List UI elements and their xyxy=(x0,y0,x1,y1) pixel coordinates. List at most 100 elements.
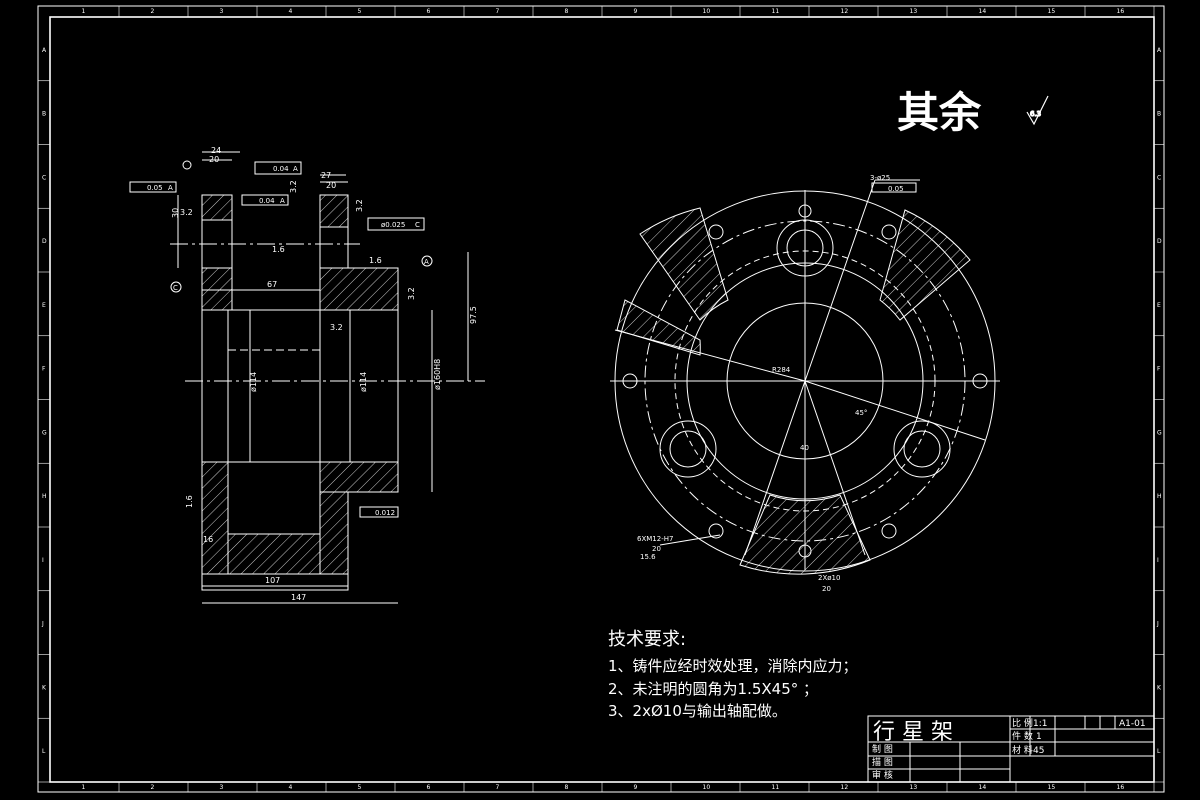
frame-row-label: A xyxy=(1157,47,1162,54)
frame-row-label: A xyxy=(42,47,47,54)
frame-col-label: 8 xyxy=(565,784,569,791)
frame-row-label: C xyxy=(1157,174,1161,181)
frame-row-label: J xyxy=(1156,621,1159,628)
frame-row-label: E xyxy=(1157,302,1161,309)
dim-30: 30 xyxy=(171,208,180,218)
frame-col-label: 1 xyxy=(82,784,86,791)
roughness-8: 1.6 xyxy=(185,495,194,508)
datum-c: C xyxy=(173,284,178,292)
roughness-value: 6.3 xyxy=(1030,110,1041,118)
perp-tol-2-ref: A xyxy=(280,197,285,205)
pin-depth: 20 xyxy=(822,585,831,593)
frame-row-label: J xyxy=(41,621,44,628)
frame-col-label: 15 xyxy=(1048,8,1056,15)
hatch-left xyxy=(616,299,701,356)
frame-col-label: 4 xyxy=(289,8,293,15)
dim-114a: ø114 xyxy=(249,372,258,392)
frame-row-label: H xyxy=(42,493,47,500)
section-view xyxy=(129,151,485,604)
scale-value: 1:1 xyxy=(1033,719,1047,729)
frame-col-label: 10 xyxy=(703,784,711,791)
frame-col-label: 8 xyxy=(565,8,569,15)
drawing-frame xyxy=(37,5,1165,793)
frame-row-label: L xyxy=(1157,748,1161,755)
approved-label: 审 核 xyxy=(872,769,893,781)
perp-tol-frame-3 xyxy=(129,181,177,193)
hole-left xyxy=(659,420,717,478)
frame-col-label: 7 xyxy=(496,8,500,15)
roughness-symbol-icon: 6.3 xyxy=(1026,95,1049,126)
holes3-tol: 0.05 xyxy=(888,185,904,193)
dim-16: 16 xyxy=(203,535,213,544)
dim-24: 24 xyxy=(211,146,221,155)
m12-depth2: 15.6 xyxy=(640,553,656,561)
perp-tol-2-value: 0.04 xyxy=(259,197,275,205)
small-hole-3 xyxy=(881,224,897,240)
frame-row-label: H xyxy=(1157,493,1162,500)
runout-tol-value: 0.012 xyxy=(375,509,395,517)
dim-107: 107 xyxy=(265,576,280,585)
frame-col-label: 4 xyxy=(289,784,293,791)
m12-depth1: 20 xyxy=(652,545,661,553)
frame-col-label: 6 xyxy=(427,784,431,791)
section-view-text: 24 20 27 20 30 67 97.5 ø114 ø114 ø160H8 … xyxy=(147,146,478,602)
hatch-right-top xyxy=(879,209,971,321)
title-block-text: 行 星 架 比 例 1:1 件 数 1 材 料 45 A1-01 制 图 描 图… xyxy=(872,717,1146,781)
frame-row-label: K xyxy=(42,684,47,691)
frame-col-label: 14 xyxy=(979,8,987,15)
frame-col-label: 9 xyxy=(634,784,638,791)
roughness-5: 3.2 xyxy=(407,287,416,300)
holes3-label: 3-ø25 xyxy=(870,174,890,182)
perp-tol-3-ref: A xyxy=(168,184,173,192)
section-outline xyxy=(201,195,399,591)
perp-tol-frame-1 xyxy=(254,161,302,175)
outer-border xyxy=(37,5,1165,793)
title-block xyxy=(867,715,1155,783)
center-lines xyxy=(610,179,1000,570)
technical-requirements: 技术要求: 1、铸件应经时效处理，消除内应力； 2、未注明的圆角为1.5X45°… xyxy=(608,629,858,720)
roughness-6: 1.6 xyxy=(369,256,382,265)
frame-row-label: B xyxy=(42,111,46,118)
d40-label: 40 xyxy=(800,444,809,452)
roughness-4: 3.2 xyxy=(330,323,343,332)
perp-tol-1-ref: A xyxy=(293,165,298,173)
requirement-2: 2、未注明的圆角为1.5X45° ； xyxy=(608,680,818,698)
drawing-number: A1-01 xyxy=(1119,719,1146,729)
hole-left-inner xyxy=(669,430,707,468)
frame-col-label: 5 xyxy=(358,8,362,15)
front-view-text: 3-ø25 0.05 R284 40 45° 6XM12-H7 20 15.6 … xyxy=(637,174,904,593)
pos-tol-frame xyxy=(367,217,425,231)
pos-tol-value: ø0.025 xyxy=(381,221,405,229)
qty-label: 件 数 xyxy=(1012,730,1033,742)
frame-row-label: G xyxy=(42,429,47,436)
frame-col-label: 3 xyxy=(220,784,224,791)
frame-row-label: E xyxy=(42,302,46,309)
frame-col-label: 9 xyxy=(634,8,638,15)
roughness-2: 3.2 xyxy=(289,180,298,193)
dim-27: 27 xyxy=(321,171,331,180)
frame-col-label: 7 xyxy=(496,784,500,791)
datum-symbol-icon xyxy=(182,160,192,170)
m12-label: 6XM12-H7 xyxy=(637,535,673,543)
checked-label: 描 图 xyxy=(872,756,893,768)
material-value: 45 xyxy=(1033,746,1044,756)
frame-row-label: I xyxy=(1157,557,1159,564)
small-hole-6 xyxy=(708,523,724,539)
dim-67: 67 xyxy=(267,280,277,289)
r284-label: R284 xyxy=(772,366,791,374)
qty-value: 1 xyxy=(1036,732,1042,742)
frame-row-label: G xyxy=(1157,429,1162,436)
dim-147: 147 xyxy=(291,593,306,602)
requirement-1: 1、铸件应经时效处理，消除内应力； xyxy=(608,657,858,675)
other-surfaces-label: 其余 xyxy=(897,88,982,137)
title-block-frame xyxy=(867,715,1155,783)
section-hatching xyxy=(201,194,399,575)
material-label: 材 料 xyxy=(1012,744,1033,756)
roughness-3: 3.2 xyxy=(355,199,364,212)
bore-lines xyxy=(227,310,321,534)
datum-a: A xyxy=(424,258,429,266)
frame-col-label: 3 xyxy=(220,8,224,15)
requirement-3: 3、2xØ10与输出轴配做。 xyxy=(608,702,787,720)
datum-c-marker xyxy=(170,281,182,293)
